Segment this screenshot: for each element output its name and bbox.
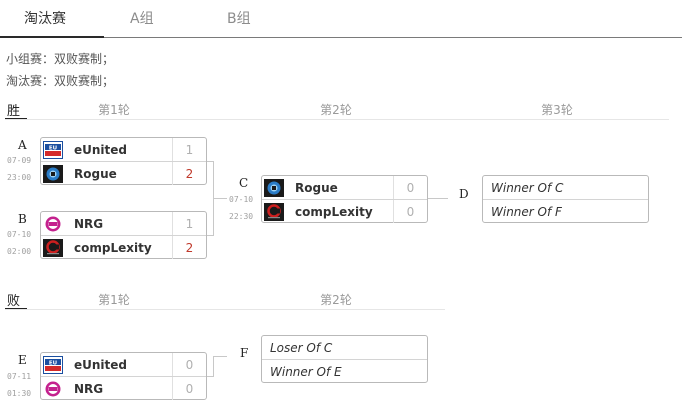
connector-e-out: [207, 376, 214, 377]
match-f[interactable]: Loser Of C Winner Of E: [261, 335, 428, 383]
rogue-logo-icon: [264, 179, 284, 197]
complexity-logo-icon: [43, 239, 63, 257]
match-e-letter: E: [18, 353, 27, 367]
tab-group-b[interactable]: B组: [227, 11, 251, 27]
connector-b: [207, 235, 214, 236]
team-name: NRG: [74, 216, 104, 231]
team-score: 1: [172, 212, 206, 235]
connector-ab-vertical: [213, 161, 214, 236]
nrg-logo-icon: [43, 380, 63, 398]
nrg-logo-icon: [43, 215, 63, 233]
match-d-slot-2[interactable]: Winner Of F: [483, 200, 648, 223]
team-name: Rogue: [295, 180, 338, 195]
connector-e-vertical: [213, 356, 214, 377]
team-name: eUnited: [74, 142, 128, 157]
match-d[interactable]: Winner Of C Winner Of F: [482, 175, 649, 223]
team-score: 0: [393, 200, 427, 223]
connector-to-c: [214, 198, 227, 199]
match-c-datetime: 07-10 22:30: [229, 195, 254, 221]
complexity-logo-icon: [264, 203, 284, 221]
team-score: 2: [172, 236, 206, 259]
match-b-team-1[interactable]: NRG 1: [41, 212, 206, 236]
winners-round-2-label: 第2轮: [320, 103, 352, 117]
tab-knockout[interactable]: 淘汰赛: [24, 11, 66, 27]
match-a-team-1[interactable]: eUnited 1: [41, 138, 206, 162]
rogue-logo-icon: [43, 165, 63, 183]
team-score: 0: [172, 377, 206, 400]
match-a-team-2[interactable]: Rogue 2: [41, 162, 206, 185]
team-name: Rogue: [74, 166, 117, 181]
match-f-letter: F: [240, 346, 249, 360]
connector-e-to-f: [213, 356, 227, 357]
group-format-text: 小组赛：双败赛制；: [6, 52, 115, 66]
team-name: eUnited: [74, 357, 128, 372]
winners-round-1-label: 第1轮: [98, 103, 130, 117]
match-a-datetime: 07-09 23:00: [7, 156, 32, 182]
team-name: compLexity: [74, 240, 152, 255]
tabs-divider: [0, 37, 682, 38]
active-tab-indicator: [0, 36, 104, 38]
team-name: NRG: [74, 381, 104, 396]
connector-a: [207, 161, 214, 162]
team-score: 0: [172, 353, 206, 376]
placeholder-team: Winner Of E: [270, 364, 342, 379]
match-a-letter: A: [18, 138, 27, 152]
match-a[interactable]: eUnited 1 Rogue 2: [40, 137, 207, 185]
winners-header-line: [5, 119, 669, 120]
eunited-logo-icon: [43, 356, 63, 374]
placeholder-team: Winner Of C: [491, 180, 564, 195]
match-c-team-2[interactable]: compLexity 0: [262, 200, 427, 223]
match-c[interactable]: Rogue 0 compLexity 0: [261, 175, 428, 223]
tab-group-a[interactable]: A组: [130, 11, 154, 27]
team-name: compLexity: [295, 204, 373, 219]
match-b-letter: B: [18, 212, 27, 226]
losers-round-1-label: 第1轮: [98, 293, 130, 307]
winners-round-3-label: 第3轮: [541, 103, 573, 117]
knockout-format-text: 淘汰赛：双败赛制；: [6, 74, 115, 88]
match-e[interactable]: eUnited 0 NRG 0: [40, 352, 207, 400]
match-b-team-2[interactable]: compLexity 2: [41, 236, 206, 259]
match-e-team-1[interactable]: eUnited 0: [41, 353, 206, 377]
match-f-slot-2[interactable]: Winner Of E: [262, 360, 427, 383]
match-b[interactable]: NRG 1 compLexity 2: [40, 211, 207, 259]
losers-round-2-label: 第2轮: [320, 293, 352, 307]
match-e-team-2[interactable]: NRG 0: [41, 377, 206, 400]
placeholder-team: Winner Of F: [491, 204, 562, 219]
winners-bracket-label: 胜: [7, 104, 21, 119]
match-e-datetime: 07-11 01:30: [7, 372, 32, 398]
losers-bracket-label: 败: [7, 294, 21, 309]
connector-c-to-d: [428, 198, 448, 199]
eunited-logo-icon: [43, 141, 63, 159]
match-d-letter: D: [459, 187, 469, 201]
placeholder-team: Loser Of C: [270, 340, 333, 355]
losers-header-line: [5, 309, 445, 310]
match-c-team-1[interactable]: Rogue 0: [262, 176, 427, 200]
team-score: 0: [393, 176, 427, 199]
match-b-datetime: 07-10 02:00: [7, 230, 32, 256]
team-score: 1: [172, 138, 206, 161]
match-f-slot-1[interactable]: Loser Of C: [262, 336, 427, 360]
match-c-letter: C: [239, 176, 249, 190]
match-d-slot-1[interactable]: Winner Of C: [483, 176, 648, 200]
team-score: 2: [172, 162, 206, 185]
